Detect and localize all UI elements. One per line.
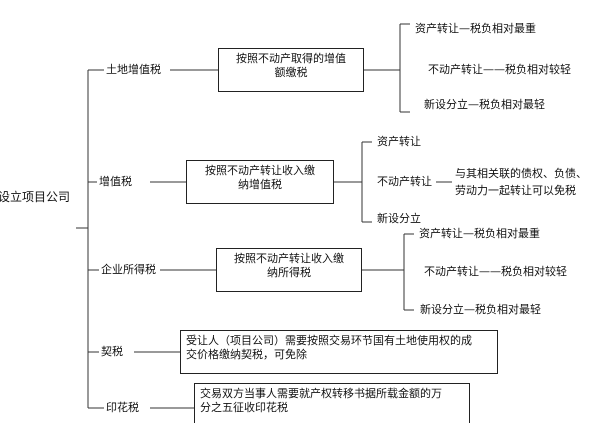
vat-exemption-note: 与其相关联的债权、负债、 劳动力一起转让可以免税: [455, 165, 587, 199]
box-line: 额缴税: [274, 66, 308, 79]
box-line: 按照不动产转让收入缴: [234, 252, 344, 265]
leaf-split: 新设分立—税负相对最轻: [420, 303, 541, 316]
leaf-property-transfer: 不动产转让——税负相对较轻: [428, 63, 571, 76]
leaf-split: 新设分立: [377, 212, 421, 225]
box-line: 分之五征收印花税: [200, 401, 288, 414]
box-line: 纳所得税: [267, 266, 311, 279]
leaf-asset-transfer: 资产转让—税负相对最重: [419, 227, 540, 240]
note-line: 与其相关联的债权、负债、: [455, 167, 587, 180]
box-deed: 受让人（项目公司）需要按照交易环节国有土地使用权的成 交价格缴纳契税，可免除: [180, 330, 498, 374]
leaf-property-transfer: 不动产转让——税负相对较轻: [424, 265, 567, 278]
box-vat: 按照不动产转让收入缴 纳增值税: [186, 160, 334, 204]
box-corporate-income: 按照不动产转让收入缴 纳所得税: [216, 248, 362, 292]
tax-vat: 增值税: [99, 175, 132, 188]
root-node: 设立项目公司: [0, 190, 71, 204]
tax-land-appreciation: 土地增值税: [106, 63, 161, 76]
tax-deed: 契税: [101, 345, 123, 358]
box-line: 按照不动产转让收入缴: [205, 164, 315, 177]
leaf-asset-transfer: 资产转让—税负相对最重: [415, 22, 536, 35]
box-land-appreciation: 按照不动产取得的增值 额缴税: [218, 48, 364, 92]
box-line: 按照不动产取得的增值: [236, 52, 346, 65]
box-line: 交价格缴纳契税，可免除: [186, 348, 307, 361]
box-line: 受让人（项目公司）需要按照交易环节国有土地使用权的成: [186, 334, 472, 347]
leaf-asset-transfer: 资产转让: [377, 135, 421, 148]
tax-corporate-income: 企业所得税: [101, 263, 156, 276]
tax-stamp: 印花税: [106, 401, 139, 414]
box-line: 纳增值税: [238, 178, 282, 191]
box-line: 交易双方当事人需要就产权转移书据所载金额的万: [200, 387, 442, 400]
leaf-property-transfer: 不动产转让: [377, 175, 432, 188]
box-stamp: 交易双方当事人需要就产权转移书据所载金额的万 分之五征收印花税: [194, 383, 470, 423]
leaf-split: 新设分立—税负相对最轻: [424, 98, 545, 111]
note-line: 劳动力一起转让可以免税: [455, 184, 576, 197]
